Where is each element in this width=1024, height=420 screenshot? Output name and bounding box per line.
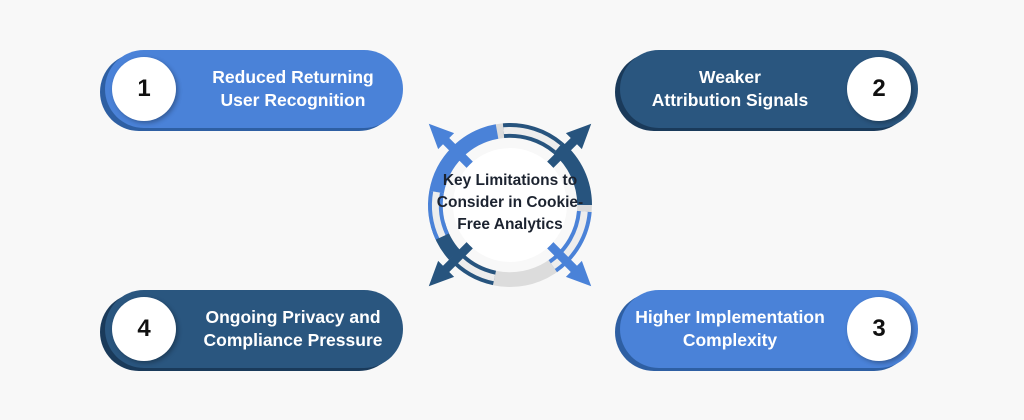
limitation-pill-1: 1 Reduced Returning User Recognition	[105, 50, 403, 128]
number-badge-2: 2	[847, 57, 911, 121]
number-badge-3-text: 3	[872, 315, 886, 342]
pill-label-2-line-2: Attribution Signals	[651, 90, 809, 110]
pill-label-4-line-1: Ongoing Privacy and	[205, 306, 381, 327]
hub-title-line-2: Consider in Cookie-	[436, 194, 584, 211]
pill-label-1-line-1: Reduced Returning	[212, 66, 374, 87]
pill-label-3-line-1: Higher Implementation	[635, 306, 825, 327]
arrow-top-right-icon	[547, 123, 592, 168]
number-badge-3: 3	[847, 297, 911, 361]
arrow-bottom-right-icon	[547, 242, 592, 287]
number-badge-1: 1	[112, 57, 176, 121]
arc-darkblue-topright-hollow-inner	[503, 126, 561, 151]
pill-label-3-line-2: Complexity	[682, 330, 778, 350]
limitation-pill-4: 4 Ongoing Privacy and Compliance Pressur…	[105, 290, 403, 368]
arrow-top-left-icon	[428, 123, 473, 168]
hub-title-line-3: Free Analytics	[457, 216, 563, 233]
pill-label-3: Higher Implementation Complexity	[620, 306, 840, 352]
arc-lightblue-left-hollow-inner	[431, 191, 446, 238]
center-hub-graphic	[428, 123, 592, 287]
limitation-pill-3: 3 Higher Implementation Complexity	[620, 290, 918, 368]
hub-title-line-1: Key Limitations to	[442, 172, 578, 189]
pill-label-2-line-1: Weaker	[699, 66, 761, 87]
pill-label-4-line-2: Compliance Pressure	[203, 330, 383, 350]
pill-label-1-line-2: User Recognition	[220, 90, 366, 110]
number-badge-2-text: 2	[872, 75, 886, 102]
hub-title: Key Limitations to Consider in Cookie- F…	[428, 170, 592, 236]
hub-center-disc	[453, 148, 567, 262]
number-badge-4-text: 4	[137, 315, 151, 342]
pill-label-1: Reduced Returning User Recognition	[183, 66, 403, 112]
arrow-bottom-left-icon	[428, 242, 473, 287]
arc-lightblue-bottomright-hollow-inner	[550, 211, 588, 269]
number-badge-4: 4	[112, 297, 176, 361]
number-badge-1-text: 1	[137, 75, 151, 102]
limitation-pill-2: 2 Weaker Attribution Signals	[620, 50, 918, 128]
pill-label-4: Ongoing Privacy and Compliance Pressure	[183, 306, 403, 352]
pill-label-2: Weaker Attribution Signals	[620, 66, 840, 112]
